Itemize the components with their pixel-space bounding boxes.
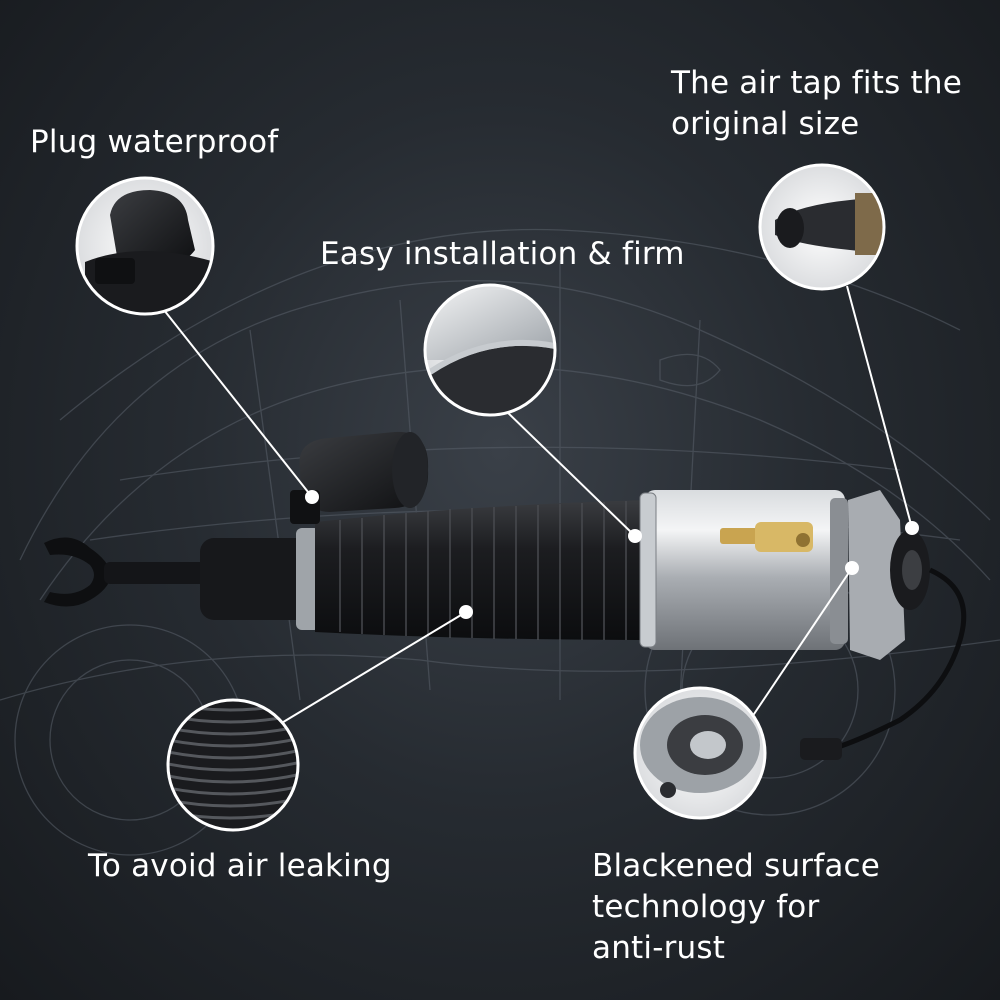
lower-collar [200, 528, 320, 630]
callout-surface-line-3: anti-rust [592, 930, 726, 966]
leader-lines [159, 285, 913, 731]
callout-plug-waterproof: Plug waterproof [30, 124, 279, 160]
detail-circle-plug [75, 176, 215, 316]
brass-valve [720, 522, 813, 552]
callout-air-tap-line-1: The air tap fits the [671, 65, 962, 101]
detail-circle-surface [633, 686, 767, 820]
detail-circle-installation [423, 283, 557, 417]
callout-avoid-air-leaking: To avoid air leaking [88, 848, 392, 884]
detail-circle-air-tap [758, 163, 886, 291]
callout-air-tap-line-2: original size [671, 106, 860, 142]
air-chamber [639, 490, 848, 650]
leader-dots [305, 490, 919, 619]
callout-surface-line-2: technology for [592, 889, 820, 925]
callout-easy-installation: Easy installation & firm [320, 236, 685, 272]
plug-cap [290, 431, 429, 524]
callout-surface-line-1: Blackened surface [592, 848, 881, 884]
bellows-sleeve [315, 500, 650, 640]
top-mount [800, 490, 967, 760]
fork-mount [44, 537, 214, 607]
